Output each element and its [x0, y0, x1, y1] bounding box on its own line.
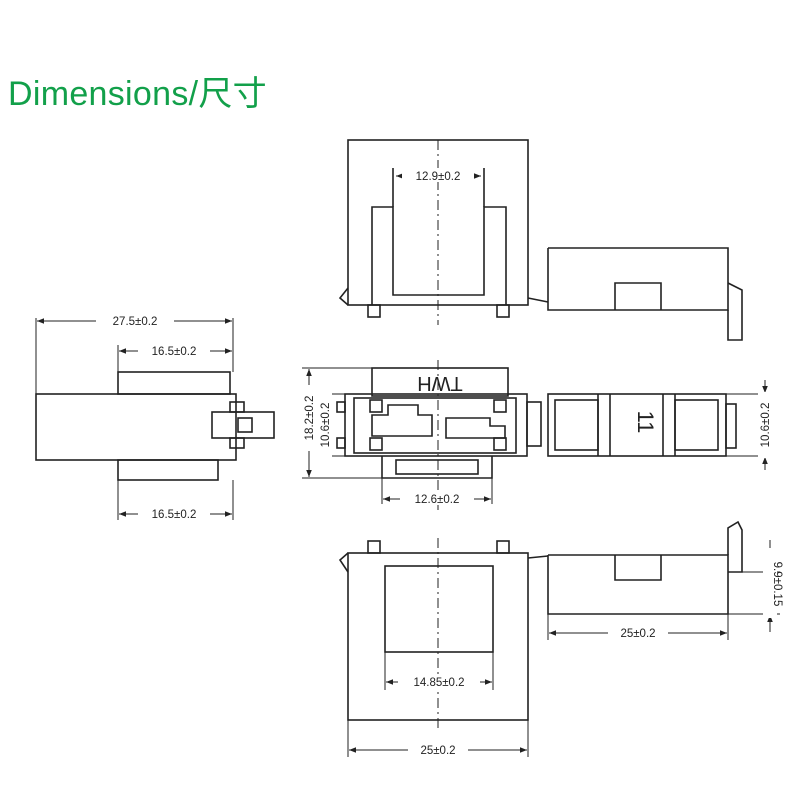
- dim-side-lower: 16.5±0.2: [152, 509, 197, 521]
- dim-side-upper: 16.5±0.2: [152, 346, 197, 358]
- dim-right-length: 25±0.2: [620, 628, 655, 640]
- dim-right-height: 10.6±0.2: [760, 403, 772, 448]
- dim-side-overall: 27.5±0.2: [113, 316, 158, 328]
- dim-bottom-overall: 25±0.2: [420, 745, 455, 757]
- dim-mid-height-inner: 10.6±0.2: [320, 403, 332, 448]
- page-title: Dimensions/尺寸: [8, 75, 267, 113]
- bottom-view: 14.85±0.2 25±0.2: [338, 538, 549, 757]
- middle-plan-view: 18.2±0.2 10.6±0.2 12.6±0.2 HWT: [302, 360, 542, 510]
- brand-marking: HWT: [417, 372, 463, 394]
- bottom-right-profile: 25±0.2 9.9±0.15: [547, 520, 783, 640]
- left-side-view: 27.5±0.2 16.5±0.2 16.5±0.2: [35, 313, 275, 521]
- dim-right-thickness: 9.9±0.15: [771, 562, 783, 607]
- code-marking: 11: [633, 411, 658, 434]
- top-view: 12.9±0.2: [338, 139, 549, 325]
- dim-mid-height-outer: 18.2±0.2: [304, 396, 316, 441]
- top-right-profile: [547, 247, 743, 341]
- middle-right-view: 11 10.6±0.2: [547, 380, 772, 470]
- dim-bottom-inner: 14.85±0.2: [413, 677, 464, 689]
- dim-mid-tab: 12.6±0.2: [415, 494, 460, 506]
- dim-top-inner: 12.9±0.2: [416, 171, 461, 183]
